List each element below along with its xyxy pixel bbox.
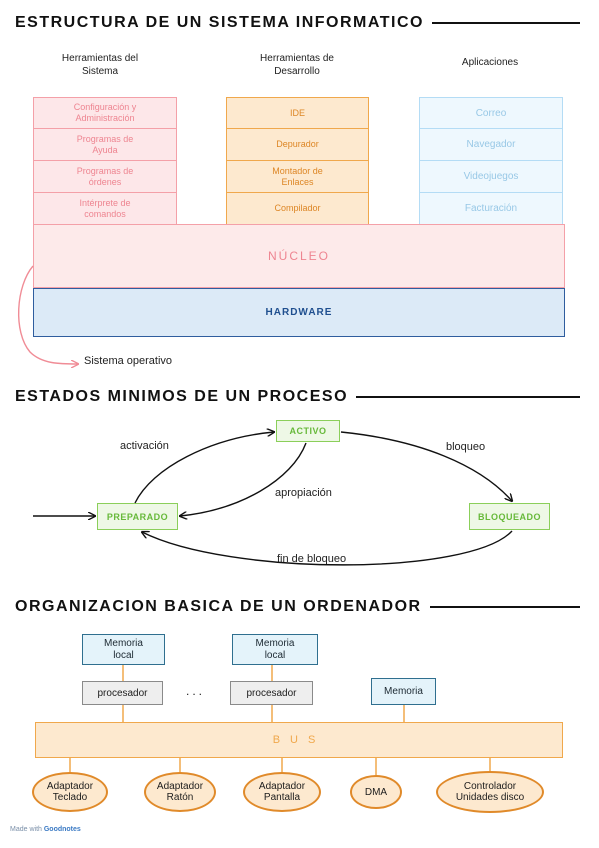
watermark-brand: Goodnotes [43, 826, 81, 833]
processor-label: procesador [97, 687, 148, 699]
dev-tool-label: Compilador [274, 203, 321, 213]
dev-tool-box: IDE [226, 97, 369, 129]
column-header-system-tools: Herramientas del Sistema [61, 53, 139, 77]
application-box: Navegador [419, 129, 563, 161]
title-rule [429, 606, 580, 608]
title-rule [356, 396, 580, 398]
kernel-label: NÚCLEO [267, 249, 330, 263]
application-box: Correo [419, 97, 563, 129]
dev-tools-column: IDE Depurador Montador de Enlaces Compil… [226, 97, 369, 225]
operating-system-label: Sistema operativo [84, 355, 173, 367]
dev-tool-box: Montador de Enlaces [226, 161, 369, 193]
dev-tool-label: Montador de Enlaces [272, 165, 323, 187]
dev-tool-label: Depurador [276, 139, 319, 149]
state-ready: PREPARADO [97, 503, 178, 530]
dev-tool-label: IDE [289, 107, 305, 118]
main-memory-label: Memoria [384, 685, 423, 697]
application-label: Navegador [466, 139, 516, 150]
state-label: ACTIVO [289, 426, 327, 436]
section-title-row: ESTADOS MINIMOS DE UN PROCESO [15, 386, 580, 408]
system-tools-column: Configuración y Administración Programas… [33, 97, 177, 225]
ellipsis: ... [186, 684, 206, 698]
kernel-box: NÚCLEO [33, 224, 565, 288]
bus-box: BUS [35, 722, 563, 758]
device-label: Adaptador Pantalla [258, 781, 306, 803]
state-blocked: BLOQUEADO [469, 503, 550, 530]
section-title: ORGANIZACION BASICA DE UN ORDENADOR [15, 598, 422, 615]
device-label: DMA [364, 786, 388, 798]
bus-label: BUS [272, 734, 326, 746]
system-tool-label: Programas de órdenes [76, 165, 134, 187]
local-memory-box: Memoria local [232, 634, 318, 665]
device-dma: DMA [350, 775, 402, 809]
section-title: ESTRUCTURA DE UN SISTEMA INFORMATICO [15, 14, 424, 31]
dev-tool-box: Depurador [226, 129, 369, 161]
main-memory-box: Memoria [371, 678, 436, 705]
local-memory-label: Memoria local [104, 637, 143, 661]
column-header-applications: Aplicaciones [461, 57, 519, 68]
application-box: Facturación [419, 193, 563, 225]
processor-box: procesador [230, 681, 313, 705]
application-label: Facturación [464, 203, 518, 214]
application-box: Videojuegos [419, 161, 563, 193]
transition-label-unblock: fin de bloqueo [277, 553, 347, 565]
state-label: PREPARADO [106, 511, 169, 522]
title-rule [431, 22, 580, 24]
system-tool-box: Programas de Ayuda [33, 129, 177, 161]
system-tool-box: Configuración y Administración [33, 97, 177, 129]
local-memory-label: Memoria local [255, 637, 295, 661]
processor-label: procesador [246, 687, 297, 699]
goodnotes-watermark: Made with Goodnotes [10, 826, 81, 833]
device-label: Adaptador Teclado [46, 781, 94, 803]
applications-column: Correo Navegador Videojuegos Facturación [419, 97, 563, 225]
device-display-adapter: Adaptador Pantalla [243, 772, 321, 812]
section-title: ESTADOS MINIMOS DE UN PROCESO [15, 388, 349, 405]
processor-box: procesador [82, 681, 163, 705]
section-title-row: ORGANIZACION BASICA DE UN ORDENADOR [15, 596, 580, 618]
hardware-box: HARDWARE [33, 288, 565, 337]
device-label: Controlador Unidades disco [455, 781, 525, 803]
column-header-dev-tools: Herramientas de Desarrollo [260, 53, 334, 77]
device-disk-controller: Controlador Unidades disco [436, 771, 544, 813]
application-label: Videojuegos [463, 171, 519, 182]
transition-label-activation: activación [120, 440, 169, 452]
transition-label-block: bloqueo [446, 441, 486, 453]
device-mouse-adapter: Adaptador Ratón [144, 772, 216, 812]
watermark-prefix: Made with [10, 826, 42, 833]
system-tool-box: Intérprete de comandos [33, 193, 177, 225]
system-tool-label: Programas de Ayuda [76, 133, 134, 155]
device-keyboard-adapter: Adaptador Teclado [32, 772, 108, 812]
state-active: ACTIVO [276, 420, 340, 442]
hardware-label: HARDWARE [265, 307, 333, 318]
system-tool-box: Programas de órdenes [33, 161, 177, 193]
transition-label-preemption: apropiación [275, 487, 332, 499]
state-label: BLOQUEADO [478, 511, 541, 522]
section-title-row: ESTRUCTURA DE UN SISTEMA INFORMATICO [15, 12, 580, 34]
dev-tool-box: Compilador [226, 193, 369, 225]
system-tool-label: Intérprete de comandos [79, 197, 131, 219]
preemption-arrow [180, 442, 307, 516]
device-label: Adaptador Ratón [156, 781, 204, 803]
system-tool-label: Configuración y Administración [73, 102, 137, 123]
application-label: Correo [475, 107, 507, 119]
local-memory-box: Memoria local [82, 634, 165, 665]
block-arrow [340, 431, 512, 501]
